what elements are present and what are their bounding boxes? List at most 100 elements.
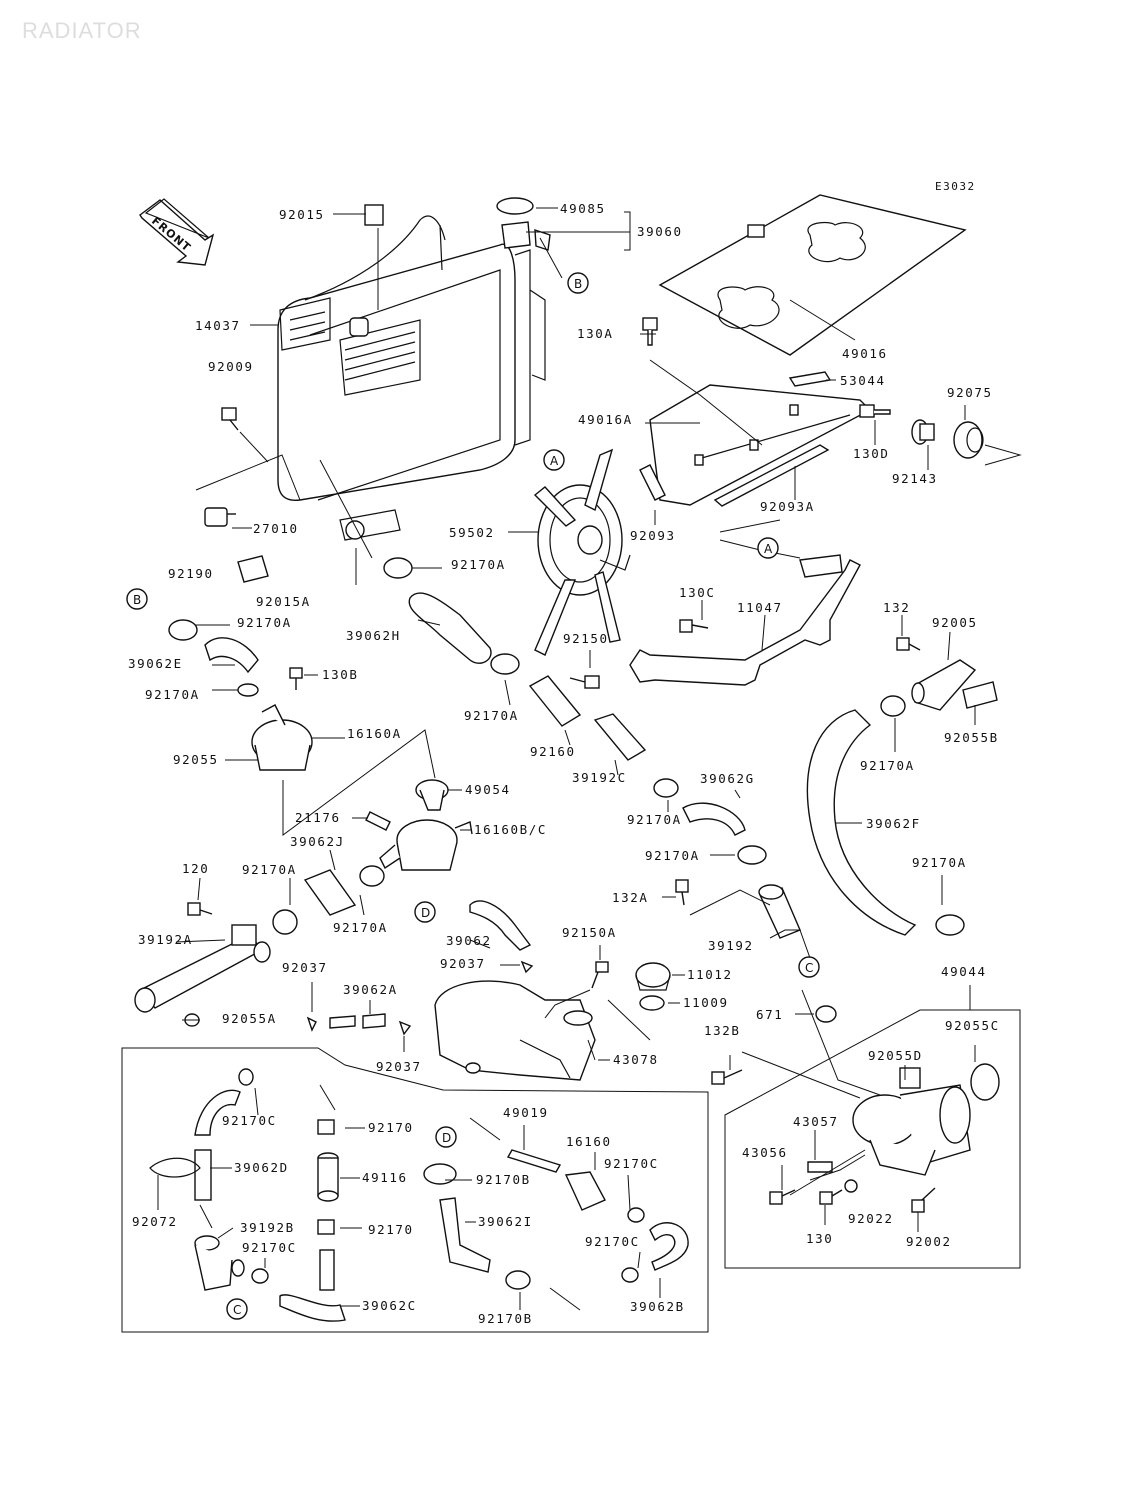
inset-clamp-92170C bbox=[238, 1068, 645, 1284]
part-label: 92150A bbox=[562, 925, 617, 940]
part-label: 92037 bbox=[282, 960, 328, 975]
part-label: 92160 bbox=[530, 744, 576, 759]
bolt-92002 bbox=[911, 1187, 936, 1213]
part-label: 92170A bbox=[912, 855, 967, 870]
part-label: 49054 bbox=[465, 782, 511, 797]
seal-strip-92093A bbox=[713, 444, 830, 507]
front-arrow-icon: FRONT bbox=[139, 198, 215, 266]
part-label: 39062 bbox=[446, 933, 492, 948]
pipe-39192 bbox=[758, 884, 801, 939]
bracket-11047 bbox=[629, 554, 861, 686]
part-label: 92190 bbox=[168, 566, 214, 581]
pipe-39192A bbox=[134, 924, 271, 1013]
svg-text:C: C bbox=[233, 1303, 241, 1317]
part-label: 130C bbox=[679, 585, 716, 600]
part-label: 130 bbox=[806, 1231, 833, 1246]
hose-39062J bbox=[303, 869, 357, 916]
part-label: 92075 bbox=[947, 385, 993, 400]
shroud-plate-lower bbox=[649, 384, 872, 506]
svg-text:D: D bbox=[421, 906, 430, 920]
hose-39062G bbox=[682, 802, 746, 836]
hose-39062E bbox=[204, 637, 259, 674]
screw-92009 bbox=[221, 407, 239, 431]
part-label: 92022 bbox=[848, 1211, 894, 1226]
part-label: 39062B bbox=[630, 1299, 685, 1314]
hose-92190 bbox=[237, 555, 269, 583]
part-label: 49044 bbox=[941, 964, 987, 979]
part-label: 39062J bbox=[290, 834, 345, 849]
hose-39062H bbox=[408, 592, 492, 664]
part-label: 92170C bbox=[242, 1240, 297, 1255]
callout-C-inset: C bbox=[226, 1298, 248, 1320]
callout-D-inset: D bbox=[435, 1126, 457, 1148]
clip-92037 bbox=[306, 960, 534, 1036]
bolt-130 bbox=[819, 1189, 843, 1205]
bolt-130B bbox=[289, 667, 303, 690]
pipe-92160 bbox=[528, 675, 582, 727]
part-label: 49016 bbox=[842, 346, 888, 361]
pipe-39192C bbox=[593, 713, 647, 761]
part-label: 92055C bbox=[945, 1018, 1000, 1033]
part-label: 92170C bbox=[222, 1113, 277, 1128]
part-label: 92015 bbox=[279, 207, 325, 222]
part-label: 39062G bbox=[700, 771, 755, 786]
part-label: 92055 bbox=[173, 752, 219, 767]
part-label: 92170C bbox=[585, 1234, 640, 1249]
part-label: 59502 bbox=[449, 525, 495, 540]
part-label: 92037 bbox=[376, 1059, 422, 1074]
part-label: 130B bbox=[322, 667, 359, 682]
part-label: 11012 bbox=[687, 967, 733, 982]
inset-filter-16160 bbox=[564, 1171, 606, 1211]
part-label: 92170A bbox=[145, 687, 200, 702]
part-label: 92055A bbox=[222, 1011, 277, 1026]
callout-A-radiator: A bbox=[543, 449, 565, 471]
part-label: 92055D bbox=[868, 1048, 923, 1063]
bolt-120 bbox=[187, 902, 213, 916]
grommet-92075 bbox=[953, 421, 984, 459]
part-label: 92093A bbox=[760, 499, 815, 514]
part-label: 92170A bbox=[333, 920, 388, 935]
filler-neck bbox=[496, 197, 551, 251]
part-label: 120 bbox=[182, 861, 209, 876]
part-label: 39062H bbox=[346, 628, 401, 643]
inset-filter-49116 bbox=[317, 1152, 339, 1202]
part-label: 92170A bbox=[242, 862, 297, 877]
part-label: 43056 bbox=[742, 1145, 788, 1160]
part-label: 16160A bbox=[347, 726, 402, 741]
part-labels: 92015 49085 39060 14037 92009 27010 9219… bbox=[128, 201, 1000, 1326]
water-pump-box bbox=[724, 1009, 1021, 1269]
part-label: 92170C bbox=[604, 1156, 659, 1171]
thermostat-49054 bbox=[415, 779, 449, 811]
hose-39062A bbox=[329, 1013, 386, 1029]
diagram-code: E3032 bbox=[935, 180, 976, 193]
part-label: 49085 bbox=[560, 201, 606, 216]
callout-B-left: B bbox=[126, 588, 148, 610]
bolt-43056 bbox=[769, 1189, 796, 1205]
cap-11012 bbox=[635, 962, 671, 991]
thermostat-cap-16160A bbox=[251, 704, 313, 771]
part-label: 92170A bbox=[627, 812, 682, 827]
part-label: 39062A bbox=[343, 982, 398, 997]
oring-92055C bbox=[970, 1063, 1000, 1101]
part-label: 49116 bbox=[362, 1170, 408, 1185]
part-label: 27010 bbox=[253, 521, 299, 536]
part-label: 39062I bbox=[478, 1214, 533, 1229]
part-label: 53044 bbox=[840, 373, 886, 388]
part-label: 92170A bbox=[860, 758, 915, 773]
part-label: 92150 bbox=[563, 631, 609, 646]
part-label: 49016A bbox=[578, 412, 633, 427]
part-label: 92072 bbox=[132, 1214, 178, 1229]
svg-text:A: A bbox=[764, 542, 773, 556]
part-label: 39062C bbox=[362, 1298, 417, 1313]
svg-text:B: B bbox=[574, 277, 582, 291]
part-label: 92009 bbox=[208, 359, 254, 374]
elbow-92005 bbox=[911, 659, 977, 711]
bolt-132 bbox=[896, 637, 921, 651]
part-label: 92170 bbox=[368, 1222, 414, 1237]
part-label: 21176 bbox=[295, 810, 341, 825]
part-label: 43078 bbox=[613, 1052, 659, 1067]
callout-C-pipe: C bbox=[798, 956, 820, 978]
water-pump-92055D bbox=[852, 1067, 971, 1176]
bolt-130A bbox=[642, 317, 658, 346]
